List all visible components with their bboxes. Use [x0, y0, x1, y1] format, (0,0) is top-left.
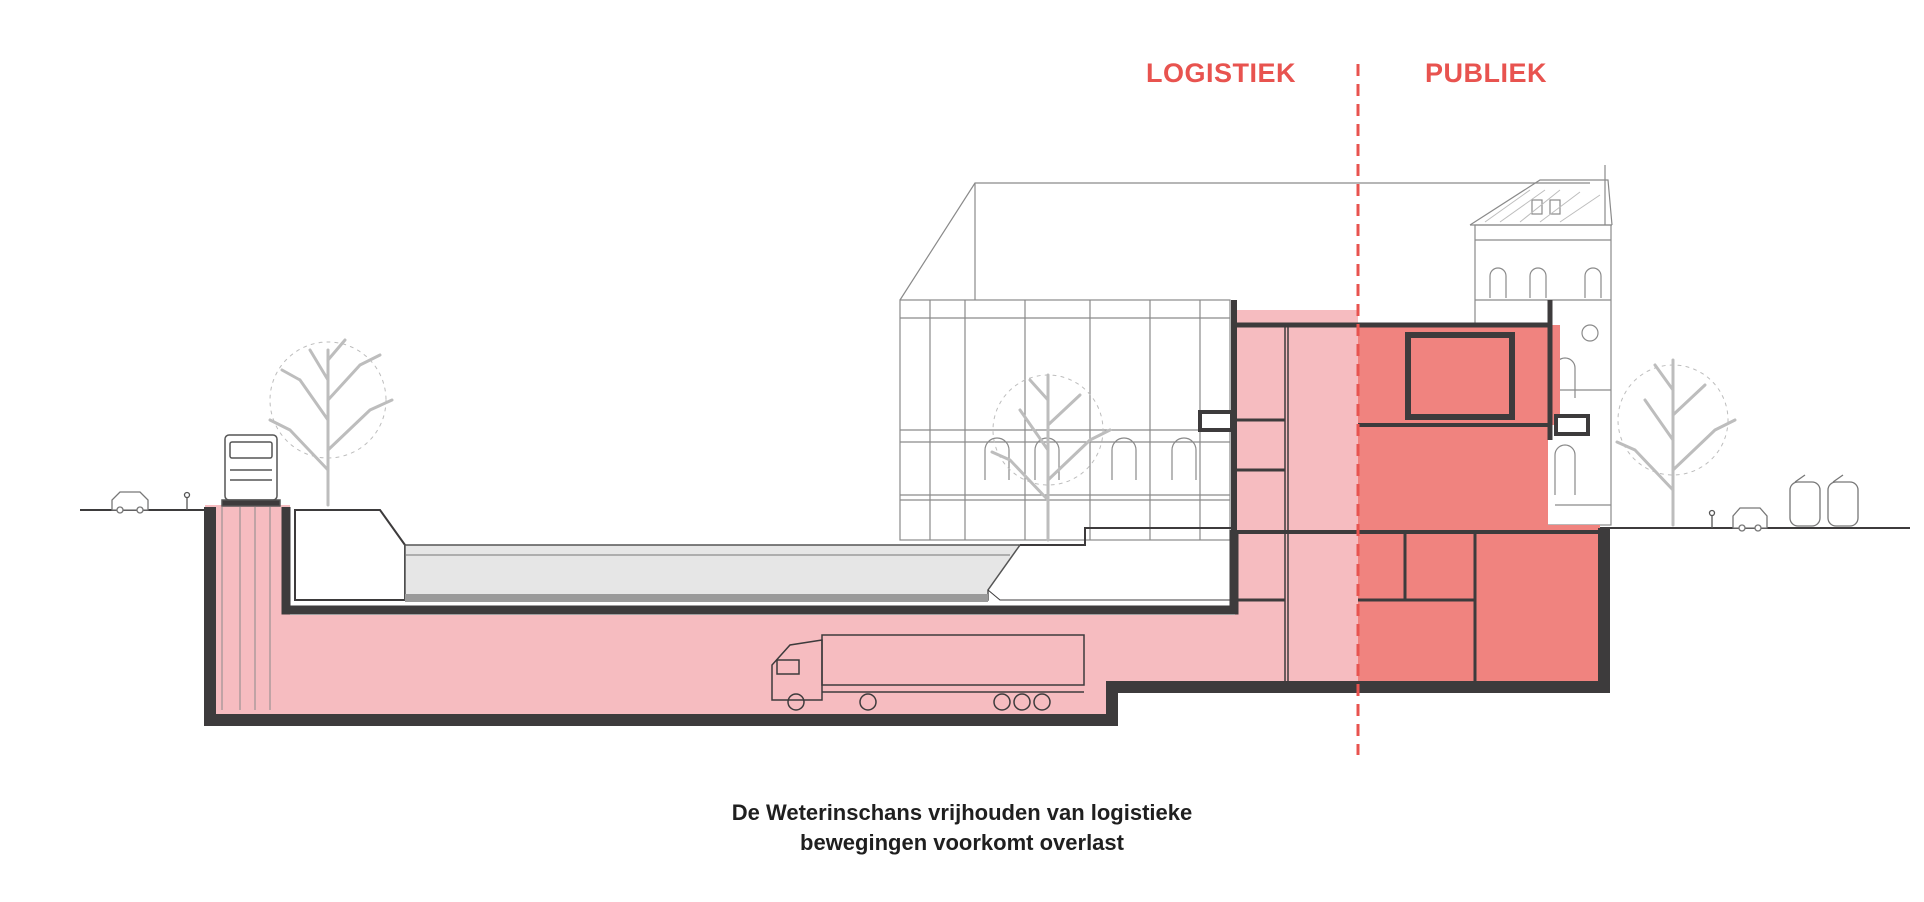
logistiek-label: LOGISTIEK: [1146, 58, 1297, 88]
roof-hatch: [1484, 189, 1601, 223]
tram-icon: [1789, 474, 1859, 527]
caption-line-2: bewegingen voorkomt overlast: [800, 830, 1124, 855]
logistics-zone: [205, 310, 1358, 715]
car-icon: [111, 491, 149, 514]
tree-icon: [268, 338, 394, 507]
car-icon: [1732, 507, 1768, 532]
public-zone: [1358, 325, 1600, 682]
truck-icon: [771, 634, 1085, 711]
ramp-lines: [221, 507, 271, 710]
caption-line-1: De Weterinschans vrijhouden van logistie…: [731, 800, 1193, 825]
tree-icon: [990, 373, 1112, 542]
tree-icon: [1615, 358, 1737, 527]
caption: De Weterinschans vrijhouden van logistie…: [0, 798, 1924, 858]
truck-icon: [221, 434, 281, 507]
street-lamp-icon: [183, 491, 1716, 528]
canal: [294, 509, 1234, 602]
slab-caps: [1198, 410, 1590, 436]
publiek-label: PUBLIEK: [1425, 58, 1548, 88]
